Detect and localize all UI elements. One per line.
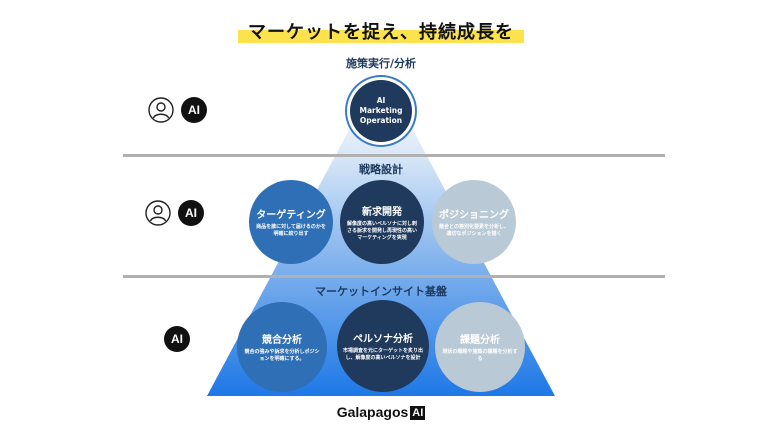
layer-divider-bottom	[123, 275, 665, 278]
targeting-circle: ターゲティング 商品を誰に対して届けるのかを明確に絞り出す	[249, 180, 333, 264]
targeting-desc: 商品を誰に対して届けるのかを明確に絞り出す	[256, 224, 326, 237]
layer-label-insight: マーケットインサイト基盤	[315, 285, 447, 298]
mkt-line-2: Marketing	[359, 106, 403, 115]
logo-ai-box: AI	[410, 406, 426, 420]
page-title: マーケットを捉え、持続成長を	[238, 18, 524, 44]
appeal-development-circle: 新求開発 解像度の高いペルソナに対し刺さる訴求を開発し再現性の高いマーケティング…	[340, 180, 424, 264]
layer-label-execution: 施策実行/分析	[345, 57, 417, 70]
person-icon	[145, 200, 171, 226]
competitor-analysis-circle: 競合分析 競合の強みや訴求を分析しポジションを明確にする。	[237, 302, 327, 392]
positioning-circle: ポジショニング 競合との差別化要素を分析し、適切なポジションを描く	[432, 180, 516, 264]
ai-marketing-operation-circle: AI Marketing Operation	[350, 80, 412, 142]
issue-analysis-circle: 課題分析 現状の戦略や施策の課題を分析する	[435, 302, 525, 392]
layer-divider-top	[123, 154, 665, 157]
mkt-line-1: AI	[376, 96, 386, 105]
ai-badge: AI	[181, 97, 207, 123]
appeal-development-desc: 解像度の高いペルソナに対し刺さる訴求を開発し再現性の高いマーケティングを実現	[346, 220, 417, 241]
logo-text: Galapagos	[336, 404, 409, 420]
issue-analysis-desc: 現状の戦略や施策の課題を分析する	[442, 349, 518, 362]
competitor-analysis-title: 競合分析	[262, 335, 302, 346]
appeal-development-title: 新求開発	[362, 206, 402, 218]
person-icon	[148, 97, 174, 123]
ai-badge: AI	[178, 200, 204, 226]
ai-badge: AI	[164, 326, 190, 352]
positioning-title: ポジショニング	[439, 210, 509, 221]
layer-label-strategy: 戦略設計	[359, 163, 403, 176]
positioning-desc: 競合との差別化要素を分析し、適切なポジションを描く	[439, 224, 509, 237]
persona-analysis-circle: ペルソナ分析 市場調査を元にターゲットを炙り出し、解像度の高いペルソナを設計	[337, 300, 429, 392]
issue-analysis-title: 課題分析	[460, 335, 500, 346]
mkt-line-3: Operation	[359, 116, 403, 125]
targeting-title: ターゲティング	[256, 210, 326, 221]
competitor-analysis-desc: 競合の強みや訴求を分析しポジションを明確にする。	[244, 349, 320, 362]
persona-analysis-desc: 市場調査を元にターゲットを炙り出し、解像度の高いペルソナを設計	[343, 348, 424, 361]
persona-analysis-title: ペルソナ分析	[353, 334, 413, 345]
page-title-wrap: マーケットを捉え、持続成長を	[0, 18, 762, 44]
